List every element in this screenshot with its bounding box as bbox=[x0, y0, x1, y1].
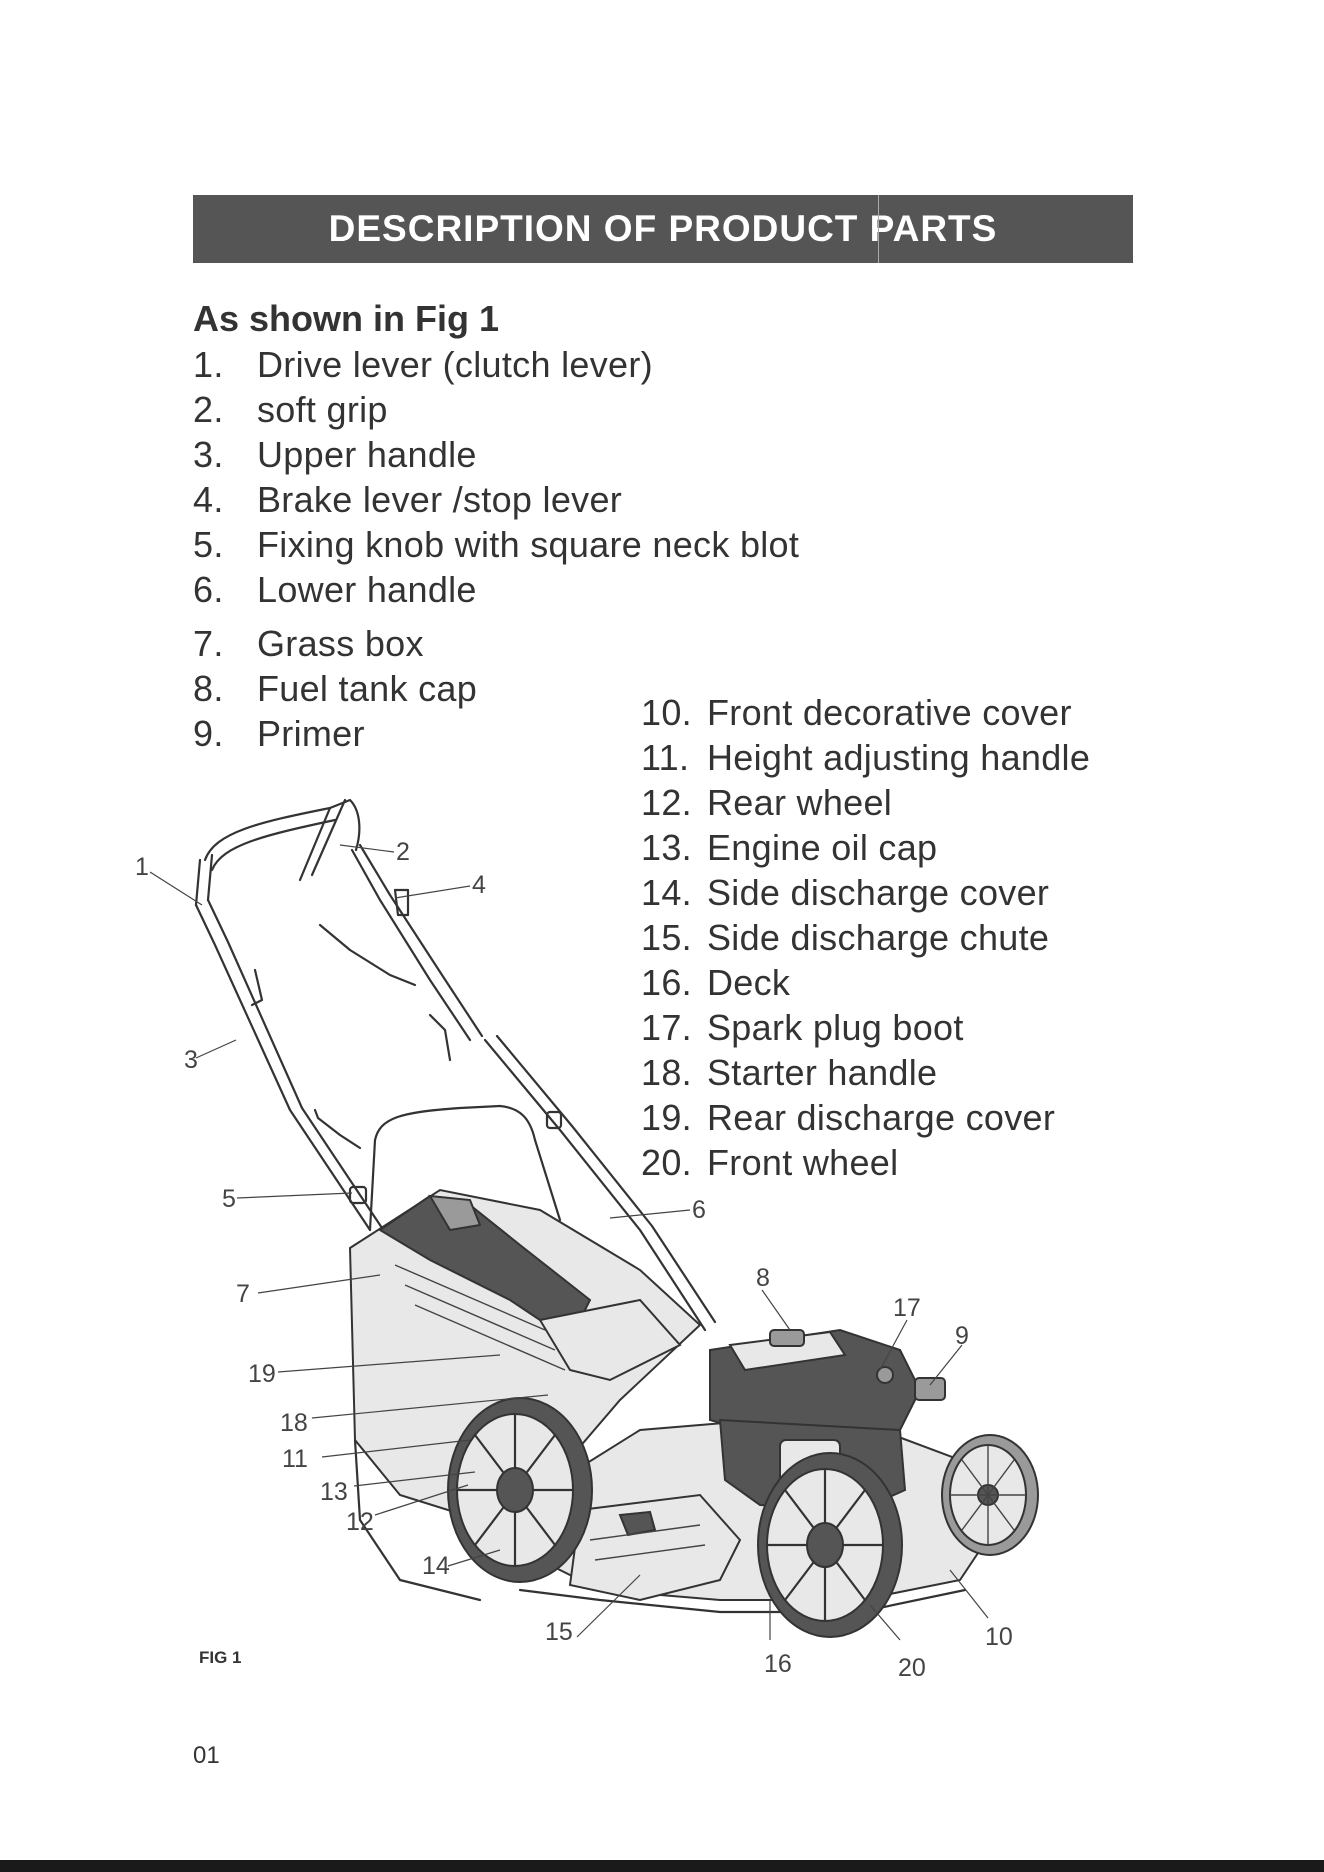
part-item: 8.Fuel tank cap bbox=[193, 668, 478, 709]
page-number: 01 bbox=[193, 1742, 220, 1769]
part-item: 18.Starter handle bbox=[641, 1052, 938, 1093]
part-item: 12.Rear wheel bbox=[641, 782, 893, 823]
handle-drawing bbox=[194, 798, 717, 1332]
callout-1: 1 bbox=[135, 853, 149, 881]
callout-2: 2 bbox=[396, 838, 410, 866]
callout-12: 12 bbox=[346, 1508, 374, 1536]
callout-18: 18 bbox=[280, 1409, 308, 1437]
part-item: 9.Primer bbox=[193, 713, 365, 754]
callout-4: 4 bbox=[472, 871, 486, 899]
callout-10: 10 bbox=[985, 1623, 1013, 1651]
callout-17: 17 bbox=[893, 1294, 921, 1322]
callout-15: 15 bbox=[545, 1618, 573, 1646]
callout-5: 5 bbox=[222, 1185, 236, 1213]
callout-6: 6 bbox=[692, 1196, 706, 1224]
part-item: 11.Height adjusting handle bbox=[641, 737, 1091, 778]
part-item: 15.Side discharge chute bbox=[641, 917, 1050, 958]
part-item: 5.Fixing knob with square neck blot bbox=[193, 524, 800, 565]
callout-3: 3 bbox=[184, 1046, 198, 1074]
part-item: 7.Grass box bbox=[193, 623, 424, 664]
far-front-wheel-drawing bbox=[941, 1434, 1039, 1556]
part-item: 3.Upper handle bbox=[193, 434, 477, 475]
part-item: 13.Engine oil cap bbox=[641, 827, 938, 868]
part-item: 16.Deck bbox=[641, 962, 791, 1003]
part-item: 19.Rear discharge cover bbox=[641, 1097, 1056, 1138]
callout-8: 8 bbox=[756, 1264, 770, 1292]
callout-19: 19 bbox=[248, 1360, 276, 1388]
part-item: 6.Lower handle bbox=[193, 569, 477, 610]
part-item: 20.Front wheel bbox=[641, 1142, 899, 1183]
callout-14: 14 bbox=[422, 1552, 450, 1580]
part-item: 17.Spark plug boot bbox=[641, 1007, 964, 1048]
bottom-edge-bar bbox=[0, 1860, 1324, 1872]
figure-caption: FIG 1 bbox=[199, 1648, 242, 1667]
callout-7: 7 bbox=[236, 1280, 250, 1308]
part-item: 14.Side discharge cover bbox=[641, 872, 1050, 913]
callout-20: 20 bbox=[898, 1654, 926, 1682]
callout-16: 16 bbox=[764, 1650, 792, 1678]
part-item: 4.Brake lever /stop lever bbox=[193, 479, 623, 520]
callout-11: 11 bbox=[282, 1445, 308, 1473]
banner-divider bbox=[878, 195, 879, 263]
part-item: 2.soft grip bbox=[193, 389, 388, 430]
callout-9: 9 bbox=[955, 1322, 969, 1350]
rear-wheel-drawing bbox=[447, 1397, 593, 1583]
section-title-banner: DESCRIPTION OF PRODUCT PARTS bbox=[193, 195, 1133, 263]
callout-13: 13 bbox=[320, 1478, 348, 1506]
part-item: 10.Front decorative cover bbox=[641, 692, 1072, 733]
section-title: DESCRIPTION OF PRODUCT PARTS bbox=[328, 208, 998, 249]
front-wheel-drawing bbox=[757, 1452, 903, 1638]
part-item: 1.Drive lever (clutch lever) bbox=[193, 344, 653, 385]
part-callouts: 1 2 3 4 5 6 7 8 9 10 11 12 13 14 15 16 1… bbox=[135, 838, 1013, 1682]
figure-reference-heading: As shown in Fig 1 bbox=[193, 298, 500, 339]
grass-box-drawing bbox=[348, 1188, 702, 1602]
